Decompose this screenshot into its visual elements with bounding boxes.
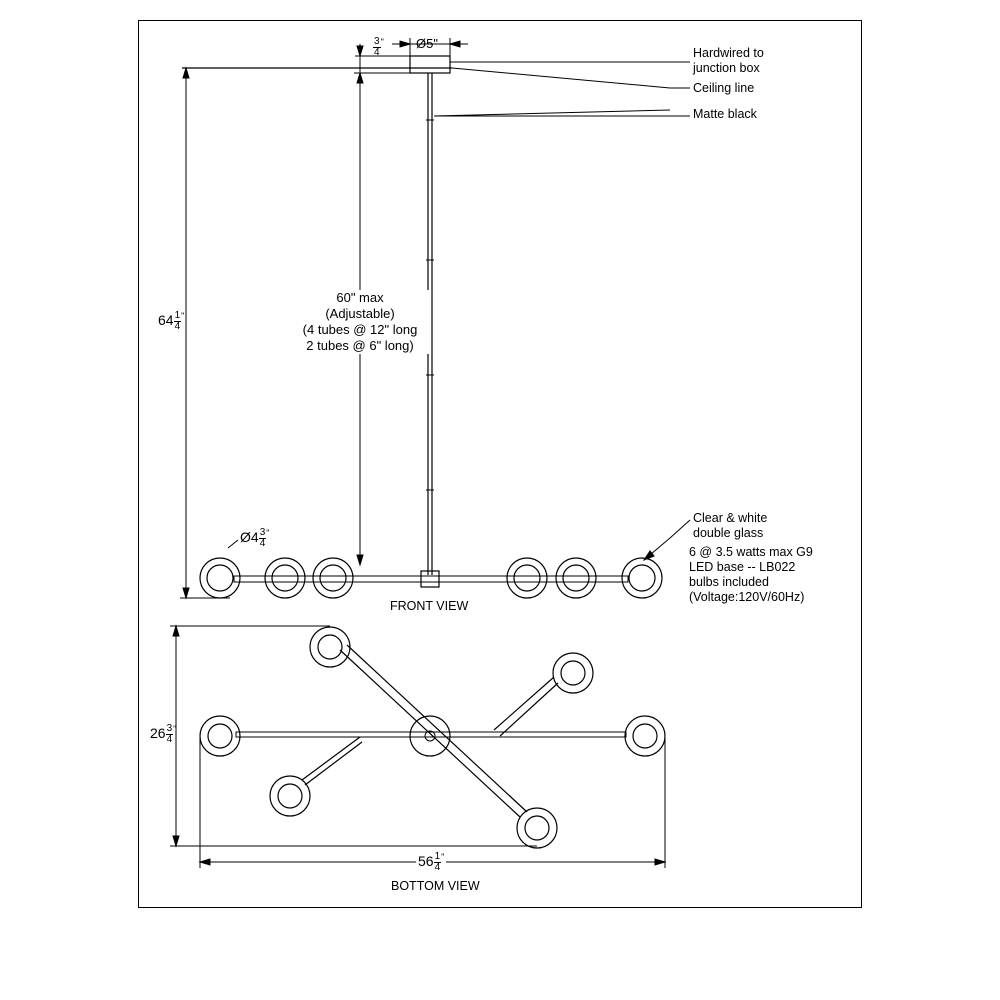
shade-diameter-leader xyxy=(227,539,239,549)
canopy-height-dimension xyxy=(355,44,410,73)
front-view-title: FRONT VIEW xyxy=(390,599,469,613)
drawing-frame xyxy=(138,20,862,908)
callout-leaders xyxy=(433,61,691,562)
callout-bulbs: 6 @ 3.5 watts max G9 LED base -- LB022 b… xyxy=(689,545,813,604)
bottom-hub xyxy=(409,715,451,757)
front-arm xyxy=(233,575,629,583)
callout-ceiling-line: Ceiling line xyxy=(693,81,755,95)
front-view xyxy=(180,38,691,600)
canopy-diameter-dimension xyxy=(392,38,468,56)
front-globes xyxy=(199,557,663,599)
callout-finish: Matte black xyxy=(693,107,757,121)
bottom-view-title: BOTTOM VIEW xyxy=(391,879,480,893)
canopy-diameter-label: Ø5" xyxy=(416,36,438,51)
bottom-main-arm xyxy=(235,731,627,738)
height-dimension-line xyxy=(180,66,230,600)
width-dimension-line xyxy=(198,736,667,868)
depth-dimension-line xyxy=(170,624,537,848)
callout-glass: Clear & white double glass xyxy=(693,511,768,540)
center-hub xyxy=(420,570,440,588)
rod-length-label: 60" max (Adjustable) (4 tubes @ 12" long… xyxy=(290,290,430,354)
bottom-diagonal-arms xyxy=(301,644,559,818)
callout-hardwired: Hardwired to junction box xyxy=(693,46,764,75)
bottom-view xyxy=(170,624,667,868)
bottom-globes xyxy=(199,626,666,849)
canopy xyxy=(409,55,451,74)
